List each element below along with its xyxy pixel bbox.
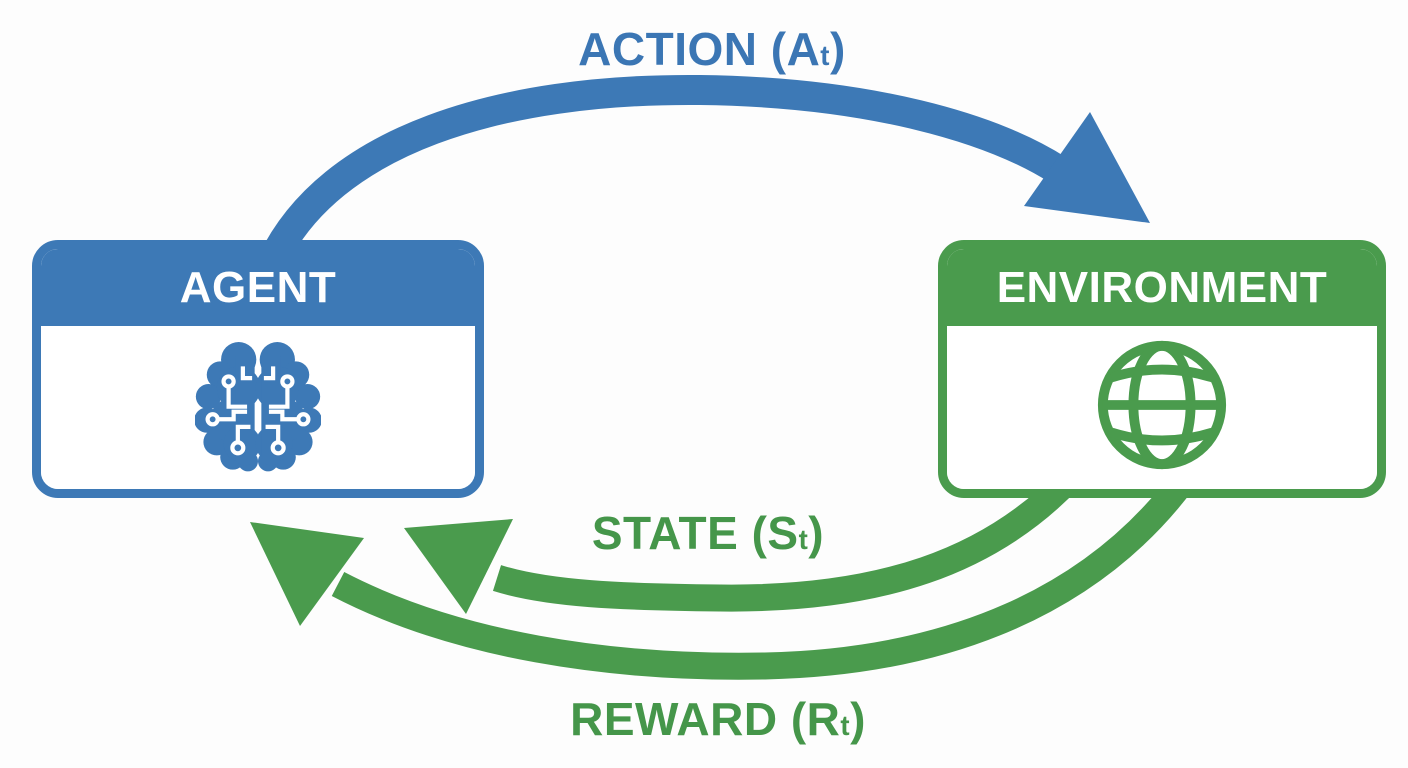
environment-box: ENVIRONMENT <box>938 240 1386 498</box>
state-arrowhead <box>404 519 513 614</box>
environment-label: ENVIRONMENT <box>996 262 1328 312</box>
state-label: STATE (St) <box>591 507 825 559</box>
reward-subscript: t <box>840 710 851 741</box>
action-subscript: t <box>820 40 831 71</box>
agent-body <box>41 326 475 489</box>
globe-icon <box>1093 336 1231 479</box>
agent-header: AGENT <box>41 249 475 326</box>
state-arrow <box>404 468 1080 614</box>
reward-arrowhead <box>250 522 364 626</box>
reward-arrow <box>250 469 1196 680</box>
brain-circuit-icon <box>194 336 322 479</box>
action-label: ACTION (At) <box>578 23 846 75</box>
environment-header: ENVIRONMENT <box>947 249 1377 326</box>
agent-label: AGENT <box>179 262 337 312</box>
action-arrow <box>258 74 1150 269</box>
reward-label: REWARD (Rt) <box>570 693 866 745</box>
state-subscript: t <box>798 524 809 555</box>
agent-box: AGENT <box>32 240 484 498</box>
environment-body <box>947 326 1377 489</box>
action-arrowhead <box>1024 112 1150 223</box>
